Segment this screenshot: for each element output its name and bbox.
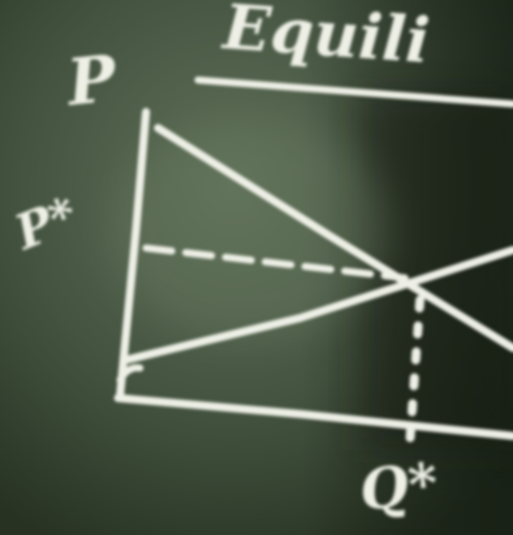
title-underline (194, 76, 513, 108)
vertical-axis (116, 108, 150, 400)
demand-curve (154, 124, 513, 352)
price-axis-label: P (62, 41, 122, 121)
equilibrium-quantity-dotted-line (405, 295, 425, 445)
supply-curve (122, 246, 513, 364)
title-fragment-text: Equili (219, 0, 432, 77)
board-light-smudge (110, 120, 390, 340)
horizontal-axis (114, 394, 513, 440)
axis-origin-mark (116, 364, 144, 384)
equilibrium-price-dashed-line (142, 244, 409, 282)
equilibrium-quantity-label: Q* (357, 450, 442, 524)
